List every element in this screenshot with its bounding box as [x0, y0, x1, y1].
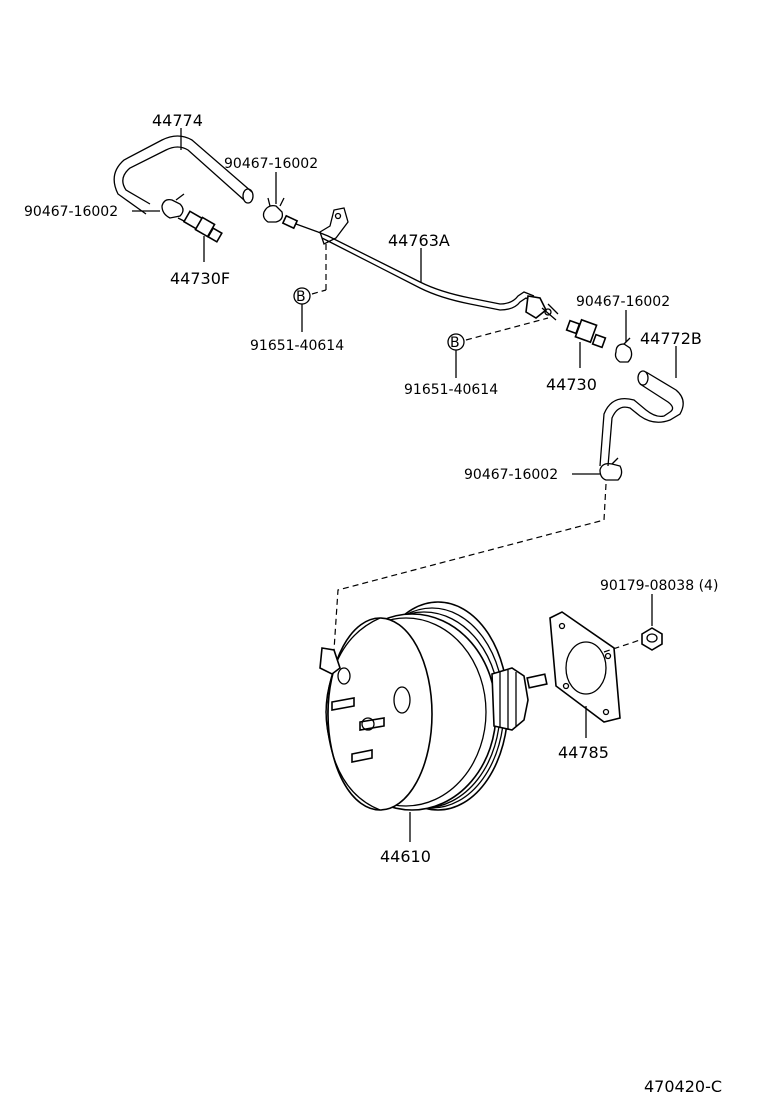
valve-44730 [565, 318, 607, 349]
pipe-44763A [317, 207, 535, 311]
label-44774: 44774 [152, 111, 203, 130]
gasket-44785 [549, 611, 621, 723]
label-nut: 90179-08038 (4) [600, 578, 718, 594]
clamp-lower [599, 457, 623, 481]
label-bolt-left: 91651-40614 [250, 338, 344, 354]
label-44763A: 44763A [388, 231, 450, 250]
hose-44772B [599, 370, 684, 467]
pipe-fitting-left [281, 214, 319, 233]
label-clamp-lower: 90467-16002 [464, 467, 558, 483]
label-44730: 44730 [546, 375, 597, 394]
label-44772B: 44772B [640, 329, 702, 348]
bolt-letter-left: B [296, 289, 306, 305]
nut-90179 [641, 627, 663, 651]
dash-bolt-right [465, 317, 549, 341]
label-clamp-right-upper: 90467-16002 [576, 294, 670, 310]
label-44610: 44610 [380, 847, 431, 866]
label-bolt-right: 91651-40614 [404, 382, 498, 398]
label-44730F: 44730F [170, 269, 230, 288]
bolt-letter-right: B [450, 335, 460, 351]
hose-44774 [113, 135, 254, 215]
clamp-top [262, 197, 285, 223]
figure-code: 470420-C [644, 1077, 722, 1096]
dash-hose-to-booster [333, 483, 607, 651]
label-clamp-top: 90467-16002 [224, 156, 318, 172]
valve-44730F [182, 210, 223, 243]
brake-booster-44610 [319, 601, 548, 811]
label-clamp-left: 90467-16002 [24, 204, 118, 220]
clamp-left [161, 193, 187, 223]
clamp-right-upper [614, 337, 633, 363]
pipe-fitting-right [525, 295, 559, 321]
label-44785: 44785 [558, 743, 609, 762]
dash-nut [603, 639, 641, 653]
